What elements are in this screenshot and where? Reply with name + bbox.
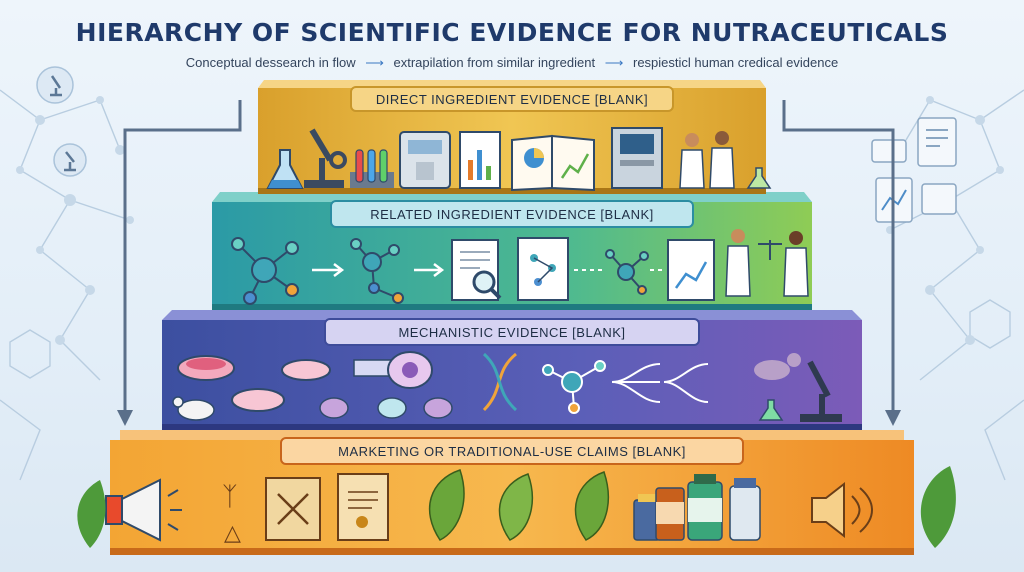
alchemy-symbol: ᛉ <box>222 482 238 512</box>
report-chart-icon <box>459 131 501 189</box>
supplement-bottle-icon <box>655 487 685 541</box>
molecule-document-icon <box>517 237 569 301</box>
tier-1-label: DIRECT INGREDIENT EVIDENCE [BLANK] <box>350 86 674 112</box>
leaf-icon <box>574 471 610 541</box>
arrow-right-icon: ⟶ <box>604 55 624 70</box>
scientist-icon <box>679 133 705 189</box>
megaphone-icon <box>105 478 182 542</box>
arrow-right-icon <box>414 263 445 277</box>
microscope-icon <box>800 360 842 422</box>
molecule-icon <box>605 249 649 295</box>
scientist-icon <box>709 131 735 189</box>
scroll-icon <box>265 477 321 541</box>
microscope-icon <box>36 66 74 104</box>
subtitle-part-2: extrapilation from similar ingredient <box>393 55 596 70</box>
petri-dish-icon <box>177 355 235 381</box>
molecule-icon <box>350 238 404 304</box>
flask-icon <box>266 149 304 189</box>
petri-dish-icon <box>281 359 331 381</box>
page-title: HIERARCHY OF SCIENTIFIC EVIDENCE FOR NUT… <box>75 18 949 47</box>
lab-machine-icon <box>399 131 451 189</box>
report-chart-icon <box>667 239 715 301</box>
scientist-icon <box>783 231 809 297</box>
arrow-right-icon: ⟶ <box>365 55 384 70</box>
cell-icon <box>387 351 433 389</box>
branching-arrows <box>611 363 709 403</box>
subtitle-part-3: respiesticl human credical evidence <box>632 55 839 70</box>
subtitle: Conceptual dessearch in flow ⟶ extrapila… <box>0 55 1024 71</box>
flask-icon <box>746 167 772 189</box>
tier-4-label: MARKETING OR TRADITIONAL-USE CLAIMS [BLA… <box>280 437 744 465</box>
leaf-icon <box>77 466 956 548</box>
arrow-right-icon <box>312 263 345 277</box>
leaf-icon <box>429 469 465 541</box>
molecule-icon <box>542 360 606 414</box>
mouse-icon <box>172 396 215 421</box>
supplement-bottle-icon <box>729 478 761 541</box>
supplement-bottle-icon <box>687 474 723 541</box>
balance-scale-icon <box>758 240 782 260</box>
microscope-icon <box>304 128 347 188</box>
petri-dish-icon <box>231 388 285 412</box>
magnifier-document-icon <box>451 239 502 301</box>
cat-icon <box>754 353 801 380</box>
dna-icon <box>482 352 518 412</box>
computer-terminal-icon <box>611 127 663 189</box>
scientist-icon <box>725 229 751 297</box>
subtitle-part-1: Conceptual dessearch in flow <box>185 55 356 70</box>
flow-arrow-right <box>782 100 901 426</box>
scroll-icon <box>337 473 389 541</box>
test-tubes-icon <box>350 149 394 188</box>
tier-2-label: RELATED INGREDIENT EVIDENCE [BLANK] <box>330 200 694 228</box>
flow-arrow-left <box>117 100 242 426</box>
cell-icon <box>377 397 453 419</box>
molecule-icon <box>231 237 299 305</box>
open-book-icon <box>511 134 595 192</box>
microscope-icon <box>53 143 87 177</box>
flask-icon <box>758 399 784 421</box>
tier-3-label: MECHANISTIC EVIDENCE [BLANK] <box>324 318 700 346</box>
cell-icon <box>319 397 349 419</box>
triangle-symbol: △ <box>224 521 241 546</box>
leaf-icon <box>498 473 534 541</box>
speaker-icon <box>811 481 873 539</box>
